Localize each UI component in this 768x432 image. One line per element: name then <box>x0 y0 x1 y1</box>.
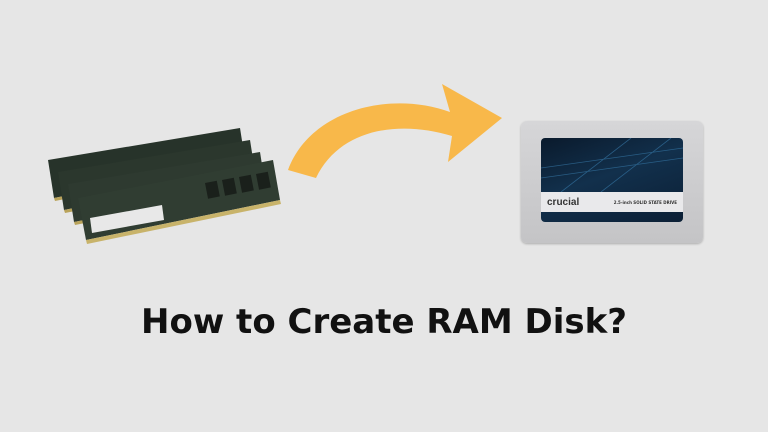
ssd-label: crucial 2.5-inch SOLID STATE DRIVE <box>541 138 683 222</box>
ram-modules-image <box>48 128 281 244</box>
ssd-label-strip: crucial 2.5-inch SOLID STATE DRIVE <box>541 192 683 212</box>
ssd-description: 2.5-inch SOLID STATE DRIVE <box>613 199 677 205</box>
curved-arrow-icon <box>288 84 502 178</box>
ssd-image: crucial 2.5-inch SOLID STATE DRIVE <box>521 121 703 243</box>
ssd-light-streaks <box>541 138 683 192</box>
page-title: How to Create RAM Disk? <box>141 302 627 342</box>
ram-stick <box>78 160 281 244</box>
ssd-brand: crucial <box>547 196 580 208</box>
